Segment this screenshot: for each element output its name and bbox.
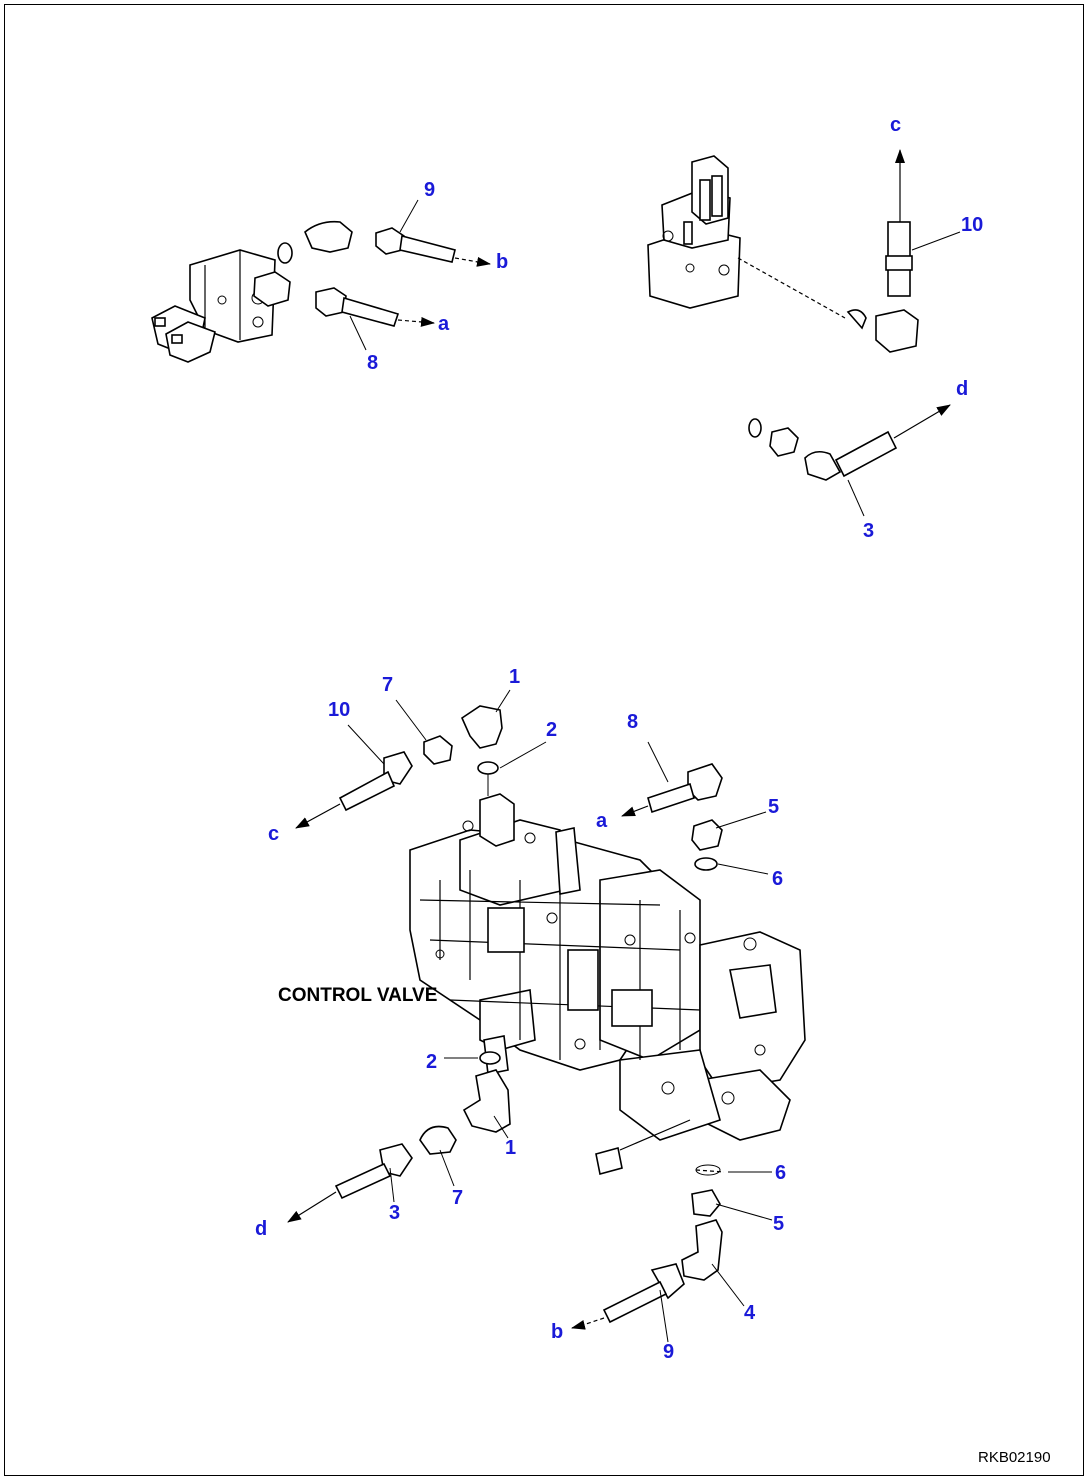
callout-c-d-main: d (255, 1218, 267, 1240)
callout-c-9-main: 9 (663, 1341, 674, 1363)
callout-c-d-top: d (956, 378, 968, 400)
leader-lines (347, 689, 773, 1343)
callout-c-a-top: a (438, 313, 450, 335)
callout-c-c-main: c (268, 823, 279, 845)
drawing-frame (4, 4, 1084, 1476)
callout-c-6-low: 6 (775, 1162, 786, 1184)
callout-c-10-top: 10 (961, 214, 983, 236)
callout-c-3-top: 3 (863, 520, 874, 542)
callout-c-8-main: 8 (627, 711, 638, 733)
callout-c-7-up: 7 (382, 674, 393, 696)
callout-c-8-top: 8 (367, 352, 378, 374)
callout-c-b-main: b (551, 1321, 563, 1343)
callout-c-3-main: 3 (389, 1202, 400, 1224)
callout-c-1-low: 1 (505, 1137, 516, 1159)
callout-c-4: 4 (744, 1302, 756, 1324)
callout-c-1-up: 1 (509, 666, 520, 688)
callout-c-5-low: 5 (773, 1213, 784, 1235)
control-valve-label: CONTROL VALVE (278, 985, 437, 1006)
callout-c-b-top: b (496, 251, 508, 273)
callout-c-2-low: 2 (426, 1051, 437, 1073)
callout-c-9-top: 9 (424, 179, 435, 201)
callout-c-10-main: 10 (328, 699, 350, 721)
control-valve-fittings (287, 705, 725, 1330)
callout-c-c-top: c (890, 114, 901, 136)
callout-c-7-low: 7 (452, 1187, 463, 1209)
callout-c-a-main: a (596, 810, 608, 832)
top-left-valve-assembly (151, 199, 491, 363)
control-valve-body (409, 793, 806, 1175)
top-right-valve-assembly (647, 149, 961, 517)
callout-c-2-up: 2 (546, 719, 557, 741)
callout-c-5-up: 5 (768, 796, 779, 818)
drawing-code: RKB02190 (978, 1449, 1051, 1466)
callout-c-6-up: 6 (772, 868, 783, 890)
